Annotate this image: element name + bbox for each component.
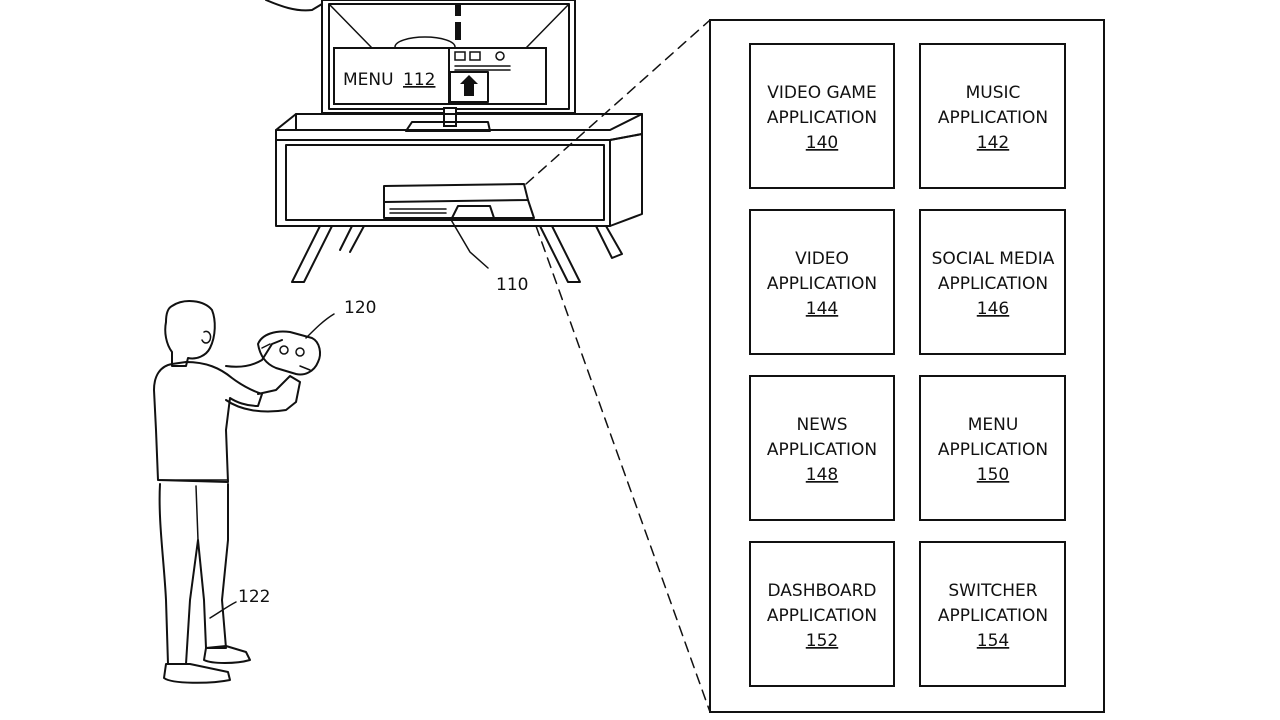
app-line1-6: DASHBOARD [768,581,877,601]
app-tile-4: NEWS APPLICATION 148 [750,376,894,520]
app-ref-4: 148 [806,465,838,485]
app-ref-3: 146 [977,299,1009,319]
callout-lines [526,20,710,712]
app-ref-2: 144 [806,299,838,319]
app-line1-2: VIDEO [795,249,849,269]
app-line1-0: VIDEO GAME [767,83,876,103]
app-tile-6: DASHBOARD APPLICATION 152 [750,542,894,686]
app-line1-1: MUSIC [966,83,1021,103]
app-line2-6: APPLICATION [767,606,877,626]
app-tile-3: SOCIAL MEDIA APPLICATION 146 [920,210,1065,354]
app-line2-1: APPLICATION [938,108,1048,128]
app-tile-7: SWITCHER APPLICATION 154 [920,542,1065,686]
app-line2-0: APPLICATION [767,108,877,128]
app-line1-5: MENU [968,415,1019,435]
app-ref-6: 152 [806,631,838,651]
user-figure [154,301,320,683]
app-ref-0: 140 [806,133,838,153]
app-line2-5: APPLICATION [938,440,1048,460]
tv-menu-ref: 112 [403,70,435,90]
app-ref-7: 154 [977,631,1009,651]
app-ref-5: 150 [977,465,1009,485]
app-ref-1: 142 [977,133,1009,153]
app-tile-1: MUSIC APPLICATION 142 [920,44,1065,188]
app-tile-5: MENU APPLICATION 150 [920,376,1065,520]
app-tile-2: VIDEO APPLICATION 144 [750,210,894,354]
app-line2-7: APPLICATION [938,606,1048,626]
app-line2-3: APPLICATION [938,274,1048,294]
user-ref: 122 [238,587,270,607]
television [322,0,575,131]
console-ref: 110 [496,275,528,295]
app-line1-4: NEWS [796,415,847,435]
pointer-hand-fragment [266,0,322,10]
controller-ref: 120 [344,298,376,318]
app-line1-3: SOCIAL MEDIA [932,249,1055,269]
app-line2-4: APPLICATION [767,440,877,460]
app-line2-2: APPLICATION [767,274,877,294]
controller-leader [306,314,334,338]
app-tile-0: VIDEO GAME APPLICATION 140 [750,44,894,188]
tv-cabinet [276,114,642,282]
app-line1-7: SWITCHER [948,581,1037,601]
tv-menu-label: MENU [343,70,394,90]
